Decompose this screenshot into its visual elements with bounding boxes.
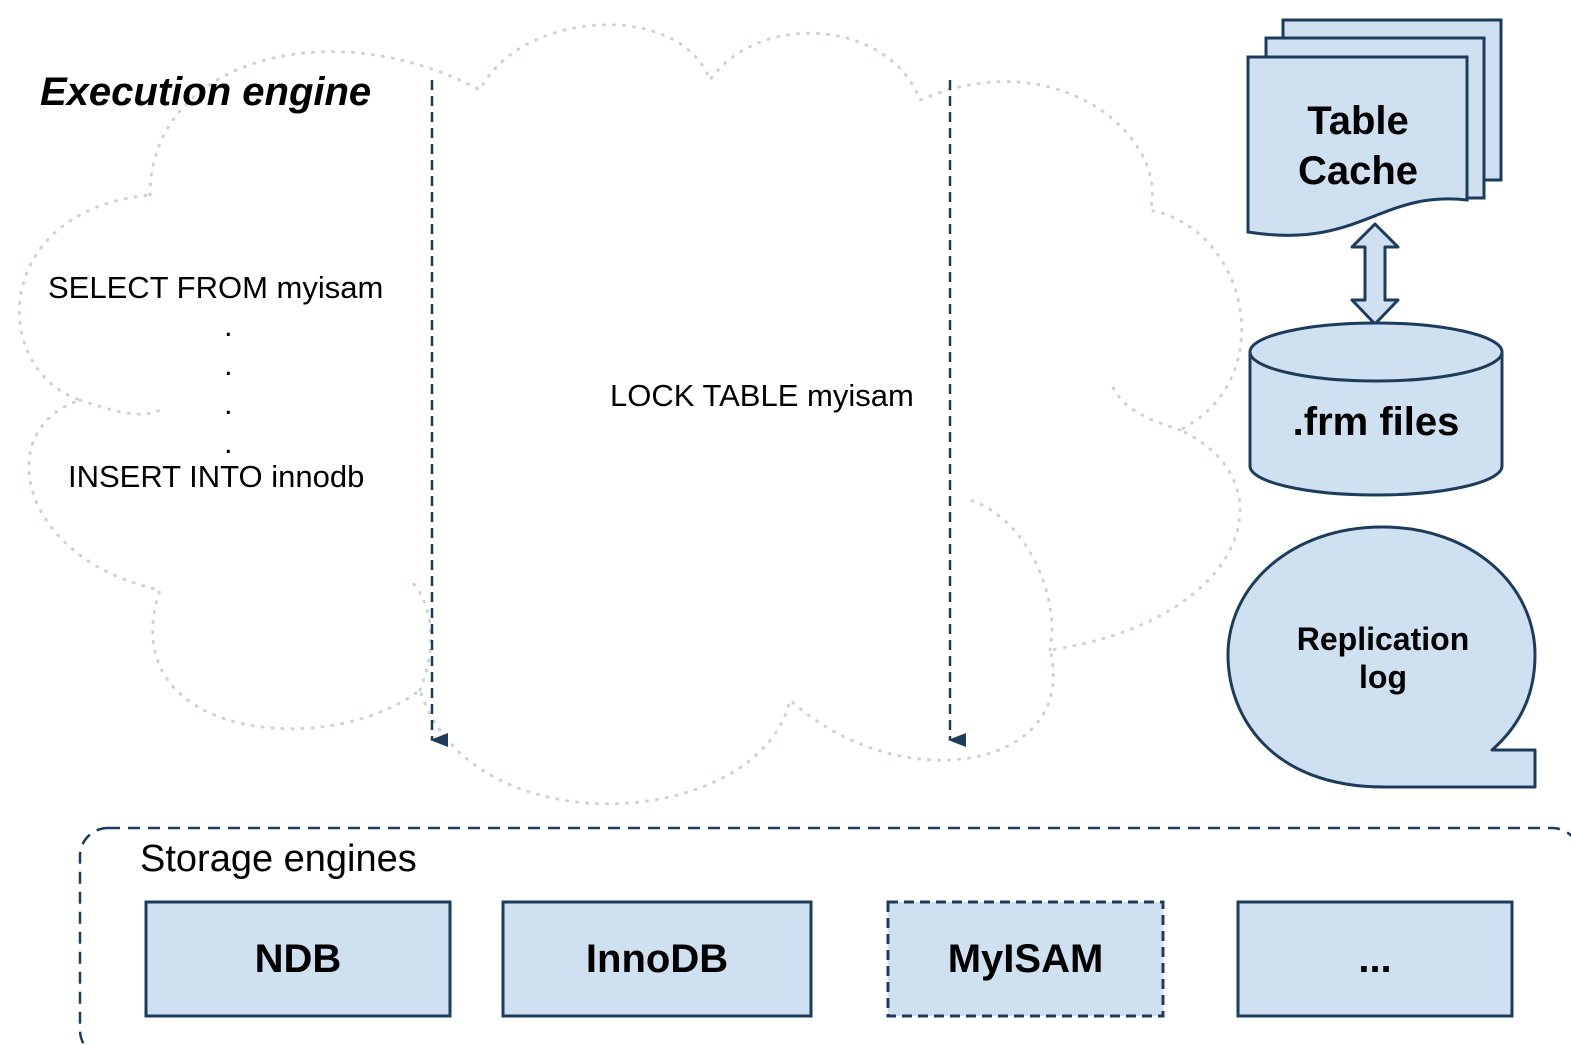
engine-label-more: ... [1358, 936, 1392, 981]
replication-log-line: log [1359, 659, 1407, 695]
engine-label-innodb: InnoDB [585, 936, 729, 981]
replication-log-bubble [1226, 525, 1537, 789]
insert-query: INSERT INTO innodb [68, 459, 365, 494]
table-cache-icon [1246, 18, 1503, 237]
storage-engines-container [78, 826, 1571, 1045]
engine-box-more [1236, 900, 1514, 1018]
ellipsis-dot: . [224, 386, 233, 421]
lock-table-query: LOCK TABLE myisam [610, 378, 914, 413]
engine-box-myisam [886, 900, 1165, 1018]
frm-files-cylinder [1248, 321, 1504, 497]
engine-label-myisam: MyISAM [947, 936, 1104, 981]
execution-cloud [17, 23, 1243, 806]
replication-log-line: Replication [1296, 621, 1470, 657]
ellipsis-dot: . [224, 308, 233, 343]
ellipsis-dot: . [224, 347, 233, 382]
engine-label-ndb: NDB [254, 936, 342, 981]
table-cache-line: Cache [1297, 149, 1419, 193]
table-cache-label: Table Cache [1248, 96, 1468, 196]
engine-box-innodb [501, 900, 813, 1018]
replication-log-label: Replication log [1270, 620, 1496, 696]
engine-box-ndb [144, 900, 452, 1018]
frm-files-label: .frm files [1292, 400, 1460, 444]
execution-engine-title: Execution engine [40, 70, 372, 114]
ellipsis-dot: . [224, 425, 233, 460]
table-cache-line: Table [1307, 99, 1409, 143]
storage-engines-label: Storage engines [140, 838, 417, 880]
double-arrow-icon [1350, 222, 1400, 326]
select-query: SELECT FROM myisam [48, 270, 384, 305]
